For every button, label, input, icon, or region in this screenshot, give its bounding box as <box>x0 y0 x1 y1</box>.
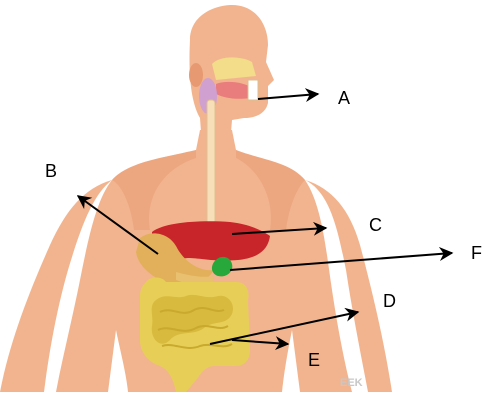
label-f: F <box>471 243 482 263</box>
nasal-cavity <box>212 57 256 80</box>
label-d: D <box>383 291 396 311</box>
label-b: B <box>45 161 57 181</box>
ear <box>189 63 203 87</box>
watermark: EEK <box>340 377 363 389</box>
label-c: C <box>369 215 382 235</box>
esophagus <box>207 100 215 235</box>
label-a: A <box>338 88 350 108</box>
teeth <box>248 80 258 100</box>
label-e: E <box>308 350 320 370</box>
